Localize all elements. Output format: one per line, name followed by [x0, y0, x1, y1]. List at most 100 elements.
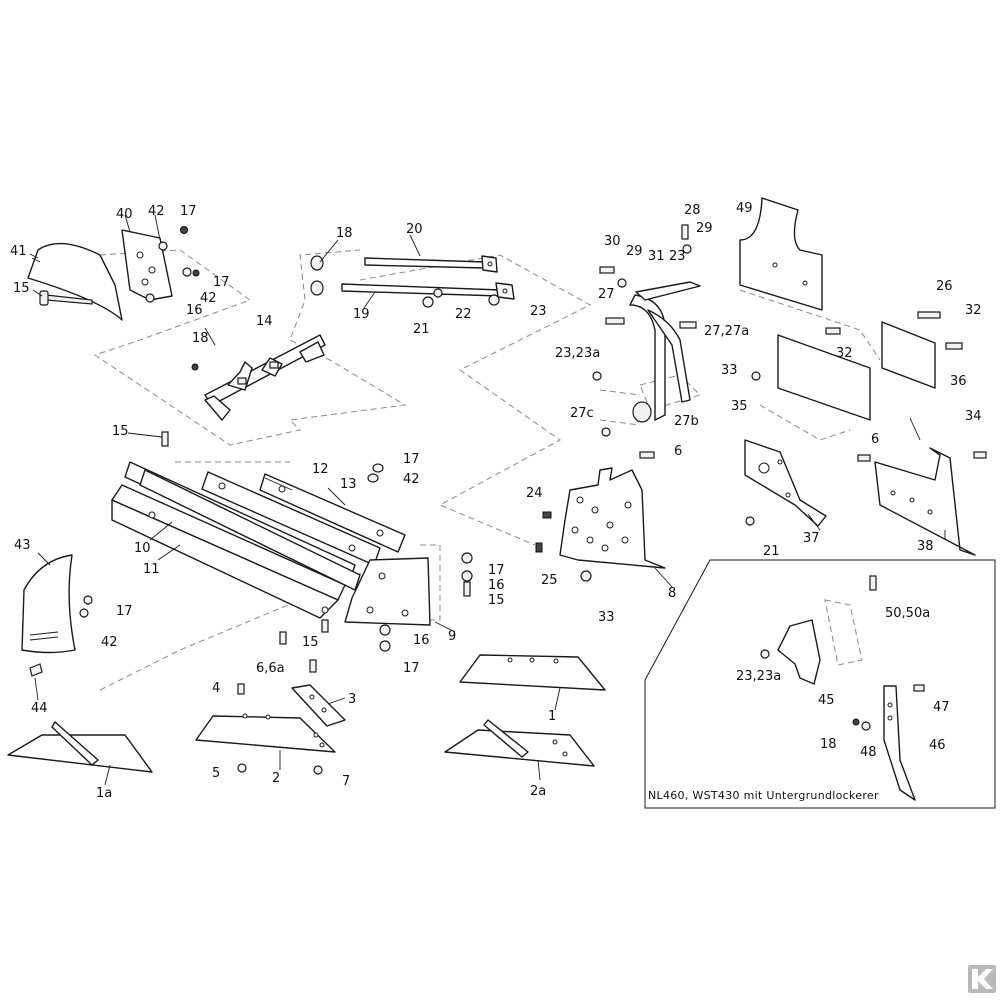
callout-35: 35	[731, 399, 748, 414]
callout-23-23a: 23,23a	[736, 669, 781, 684]
callout-labels: 41 40 42 17 17 42 16 15 18 14 18 20 19 2…	[10, 201, 982, 802]
part-14-frame	[204, 334, 326, 421]
part-bar-lower	[139, 469, 361, 614]
callout-1: 1	[548, 709, 556, 724]
callout-23-23a: 23,23a	[555, 346, 600, 361]
callout-15: 15	[488, 593, 505, 608]
callout-23: 23	[669, 249, 686, 264]
part-12-bar	[259, 473, 406, 553]
callout-17: 17	[403, 452, 420, 467]
callout-13: 13	[340, 477, 357, 492]
callout-32: 32	[965, 303, 982, 318]
part-27-strip	[629, 294, 691, 421]
callout-33: 33	[721, 363, 738, 378]
callout-3: 3	[348, 692, 356, 707]
callout-42: 42	[200, 291, 217, 306]
small-hardware-4-5-7	[237, 659, 323, 775]
callout-47: 47	[933, 700, 950, 715]
callout-38: 38	[917, 539, 934, 554]
callout-16: 16	[186, 303, 203, 318]
hardware-15-16-17-right	[161, 431, 473, 652]
callout-30: 30	[604, 234, 621, 249]
part-37-bracket	[744, 439, 827, 527]
small-hardware-top-left	[145, 226, 200, 303]
callout-7: 7	[342, 774, 350, 789]
callout-1a: 1a	[96, 786, 112, 801]
callout-17: 17	[180, 204, 197, 219]
callout-leaders	[29, 214, 946, 786]
callout-15: 15	[112, 424, 129, 439]
callout-17: 17	[116, 604, 133, 619]
part-45-bracket	[777, 599, 863, 685]
callout-34: 34	[965, 409, 982, 424]
callout-31: 31	[648, 249, 665, 264]
part-36-plate	[881, 321, 936, 389]
callout-19: 19	[353, 307, 370, 322]
callout-46: 46	[929, 738, 946, 753]
callout-27b: 27b	[674, 414, 699, 429]
callout-10: 10	[134, 541, 151, 556]
callout-42: 42	[403, 472, 420, 487]
part-49-plate	[739, 197, 823, 311]
part-2a-share	[444, 719, 595, 767]
callout-23: 23	[530, 304, 547, 319]
part-31-bracket	[635, 281, 701, 301]
callout-6: 6	[871, 432, 879, 447]
part-8-leg-plate	[559, 467, 666, 569]
callout-41: 41	[10, 244, 27, 259]
callout-21: 21	[413, 322, 430, 337]
callout-25: 25	[541, 573, 558, 588]
part-2-share	[195, 713, 336, 753]
part-40-bracket	[121, 229, 173, 301]
callout-27c: 27c	[570, 406, 594, 421]
callout-40: 40	[116, 207, 133, 222]
callout-42: 42	[148, 204, 165, 219]
part-43-moldboard	[21, 554, 93, 677]
assembly-guide-lines	[93, 249, 881, 691]
part-27b-bushing	[632, 401, 652, 423]
hardware-27-30	[592, 224, 697, 437]
callout-9: 9	[448, 629, 456, 644]
callout-24: 24	[526, 486, 543, 501]
callout-6-6a: 6,6a	[256, 661, 285, 676]
part-46-tine	[883, 685, 916, 801]
callout-27: 27	[598, 287, 615, 302]
callout-17: 17	[213, 275, 230, 290]
part-9-plate	[344, 557, 431, 626]
part-1a-share	[7, 721, 153, 773]
callout-5: 5	[212, 766, 220, 781]
callout-49: 49	[736, 201, 753, 216]
callout-33: 33	[598, 610, 615, 625]
part-10-bar	[111, 484, 346, 619]
callout-16: 16	[488, 578, 505, 593]
callout-26: 26	[936, 279, 953, 294]
k-logo-icon	[968, 965, 996, 993]
callout-43: 43	[14, 538, 31, 553]
part-18-nut-a	[191, 363, 199, 371]
callout-18: 18	[820, 737, 837, 752]
callout-32: 32	[836, 346, 853, 361]
callout-45: 45	[818, 693, 835, 708]
part-3-strip	[291, 684, 346, 727]
hardware-21-22-23	[422, 288, 500, 308]
callout-22: 22	[455, 307, 472, 322]
hardware-47-48-50	[760, 575, 925, 731]
callout-16: 16	[413, 633, 430, 648]
callout-21: 21	[763, 544, 780, 559]
callout-36: 36	[950, 374, 967, 389]
callout-12: 12	[312, 462, 329, 477]
callout-8: 8	[668, 586, 676, 601]
callout-18: 18	[336, 226, 353, 241]
hardware-24-25-33	[535, 451, 655, 582]
callout-28: 28	[684, 203, 701, 218]
inset-frame	[644, 559, 996, 809]
callout-4: 4	[212, 681, 220, 696]
callout-11: 11	[143, 562, 160, 577]
callout-15: 15	[13, 281, 30, 296]
callout-50-50a: 50,50a	[885, 606, 930, 621]
part-19-strut	[341, 282, 515, 300]
callout-42: 42	[101, 635, 118, 650]
callout-44: 44	[31, 701, 48, 716]
callout-17: 17	[488, 563, 505, 578]
